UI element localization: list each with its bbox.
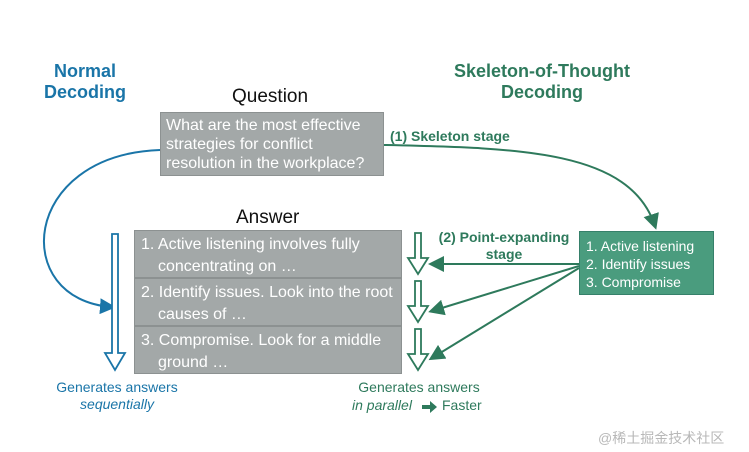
parallel-hollow-arrow-1: [406, 232, 430, 276]
footer-right-italic: in parallel: [352, 397, 412, 413]
skeleton-point-1: 1. Active listening: [586, 238, 695, 254]
answer-point-3-line2: ground …: [158, 354, 229, 371]
sot-decoding-title: Skeleton-of-Thought Decoding: [434, 61, 650, 103]
answer-point-1: 1. Active listening involves fully conce…: [134, 230, 402, 278]
answer-point-2-line1: 2. Identify issues. Look into the root: [141, 284, 393, 301]
footer-sequential: Generates answers sequentially: [40, 379, 194, 413]
answer-point-3-line1: 3. Compromise. Look for a middle: [141, 332, 382, 349]
answer-heading: Answer: [236, 207, 300, 228]
sot-title-line2: Decoding: [500, 82, 583, 102]
footer-left-line2: sequentially: [80, 396, 154, 412]
point-expanding-line1: (2) Point-expanding: [438, 229, 570, 245]
answer-point-3: 3. Compromise. Look for a middle ground …: [134, 326, 402, 374]
question-text: What are the most effective strategies f…: [166, 117, 365, 172]
parallel-hollow-arrow-2: [406, 280, 430, 324]
answer-point-2-line2: causes of …: [158, 306, 247, 323]
skeleton-point-3: 3. Compromise: [586, 274, 681, 290]
footer-parallel: Generates answers: [344, 379, 494, 396]
skeleton-stage-label: (1) Skeleton stage: [390, 128, 510, 144]
footer-faster: Faster: [442, 397, 482, 413]
expand-arrow-2: [428, 265, 580, 316]
normal-title-line1: Normal: [53, 61, 116, 81]
skeleton-point-2: 2. Identify issues: [586, 256, 691, 272]
sequential-hollow-arrow: [103, 233, 127, 372]
skeleton-stage-arrow: [383, 144, 659, 230]
answer-point-1-line1: 1. Active listening involves fully: [141, 236, 360, 253]
question-box: What are the most effective strategies f…: [160, 112, 384, 176]
question-heading: Question: [232, 86, 309, 107]
expand-arrow-3: [428, 267, 580, 361]
point-expanding-line2: stage: [485, 246, 523, 262]
answer-point-1-line2: concentrating on …: [158, 258, 297, 275]
arrow-right-icon: [422, 401, 437, 413]
sot-title-line1: Skeleton-of-Thought: [454, 61, 630, 81]
watermark: @稀土掘金技术社区: [598, 430, 725, 446]
footer-left-line1: Generates answers: [56, 379, 178, 395]
normal-title-line2: Decoding: [44, 82, 127, 102]
skeleton-box: 1. Active listening 2. Identify issues 3…: [579, 231, 714, 295]
point-expanding-label: (2) Point-expanding stage: [434, 229, 574, 263]
normal-decoding-title: Normal Decoding: [44, 61, 126, 103]
parallel-hollow-arrow-3: [406, 328, 430, 372]
footer-parallel-line2: in parallel: [352, 397, 412, 414]
footer-right-line1: Generates answers: [358, 379, 480, 395]
normal-decoding-arrow: [42, 149, 161, 315]
answer-point-2: 2. Identify issues. Look into the root c…: [134, 278, 402, 326]
